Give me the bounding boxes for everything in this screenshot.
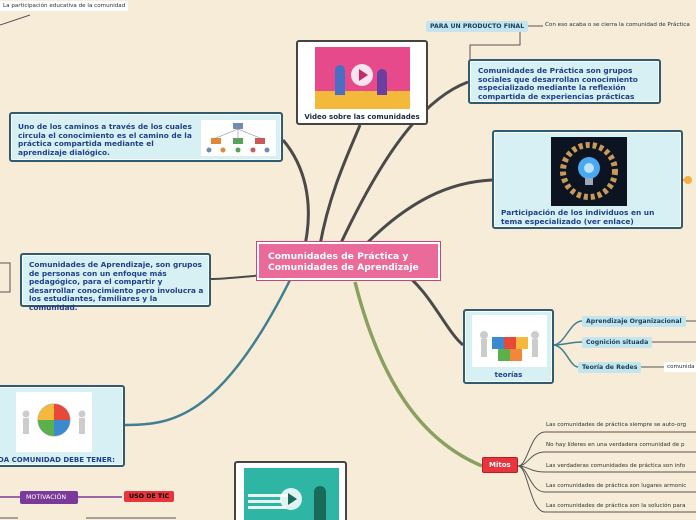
comunidad-debe-node[interactable]: DA COMUNIDAD DEBE TENER: <box>0 385 125 467</box>
motivacion-node[interactable]: MOTIVACIÓN <box>20 491 78 504</box>
video-caption: Video sobre las comunidades <box>304 113 420 121</box>
link-left-stub <box>0 262 11 293</box>
ca-grupos-node[interactable]: Comunidades de Aprendizaje, son grupos d… <box>20 253 211 312</box>
caminos-node[interactable]: Uno de los caminos a través de los cuale… <box>9 112 283 162</box>
link-mitos <box>353 281 483 468</box>
teoria-redes-detail[interactable]: comunida <box>664 362 696 372</box>
mito-item[interactable]: Las verdaderas comunidades de práctica s… <box>546 463 686 469</box>
cp-grupos-text: Comunidades de Práctica son grupos socia… <box>478 66 638 101</box>
link-cp-grupos <box>338 80 469 246</box>
link-mito-5 <box>517 465 696 513</box>
link-teorias-3 <box>552 344 579 368</box>
comunidad-debe-text: DA COMUNIDAD DEBE TENER: <box>0 456 115 464</box>
mito-item[interactable]: Las comunidades de práctica siempre se a… <box>546 422 687 428</box>
video-node[interactable]: Video sobre las comunidades <box>296 40 428 125</box>
participacion-node[interactable]: Participación de los individuos en un te… <box>492 130 683 229</box>
thumbnail-ground <box>315 91 410 109</box>
teoria-aprendizaje-organizacional[interactable]: Aprendizaje Organizacional <box>582 316 686 327</box>
link-top-left <box>0 14 31 26</box>
network-diagram-icon <box>201 120 276 156</box>
link-teorias-1 <box>552 320 583 346</box>
ca-grupos-text: Comunidades de Aprendizaje, son grupos d… <box>29 260 204 312</box>
person-figure <box>335 65 345 95</box>
puzzle-circle-icon <box>16 392 92 452</box>
uso-tic-node[interactable]: USO DE TIC <box>124 491 175 502</box>
puzzle-people-icon <box>472 315 547 367</box>
cp-grupos-node[interactable]: Comunidades de Práctica son grupos socia… <box>468 59 661 104</box>
link-video <box>318 124 362 246</box>
video-thumbnail[interactable] <box>315 47 410 109</box>
link-teorias <box>399 268 464 347</box>
teorias-node[interactable]: teorías <box>463 309 554 384</box>
link-participacion <box>363 178 493 247</box>
mito-item[interactable]: No hay líderes en una verdadera comunida… <box>546 442 685 448</box>
video-2-thumbnail[interactable] <box>244 468 339 520</box>
link-product <box>469 33 521 70</box>
teoria-redes[interactable]: Teoría de Redes <box>578 362 642 373</box>
caminos-text: Uno de los caminos a través de los cuale… <box>18 122 192 157</box>
mito-item[interactable]: Las comunidades de práctica son lugares … <box>546 483 687 489</box>
para-producto-text[interactable]: Con eso acaba o se cierra la comunidad d… <box>545 22 690 28</box>
top-left-note[interactable]: La participación educativa de la comunid… <box>0 1 129 11</box>
play-video-icon[interactable] <box>280 488 302 510</box>
teorias-label: teorías <box>494 371 523 379</box>
lightbulb-ring-icon <box>551 137 627 206</box>
para-producto-final[interactable]: PARA UN PRODUCTO FINAL <box>426 21 529 32</box>
mitos-node[interactable]: Mitos <box>482 457 518 473</box>
participacion-text: Participación de los individuos en un te… <box>501 208 655 226</box>
person-figure <box>377 69 387 95</box>
teoria-cognicion-situada[interactable]: Cognición situada <box>582 337 653 348</box>
link-mito-1 <box>517 431 696 467</box>
mito-item[interactable]: Las comunidades de práctica son la soluc… <box>546 503 686 509</box>
link-comunidad-debe <box>124 279 292 427</box>
link-mito-2 <box>517 451 696 467</box>
link-dot-icon[interactable] <box>684 176 692 184</box>
play-video-icon[interactable] <box>351 64 373 86</box>
central-topic[interactable]: Comunidades de Práctica y Comunidades de… <box>257 242 440 280</box>
video-2-node[interactable] <box>234 461 347 520</box>
